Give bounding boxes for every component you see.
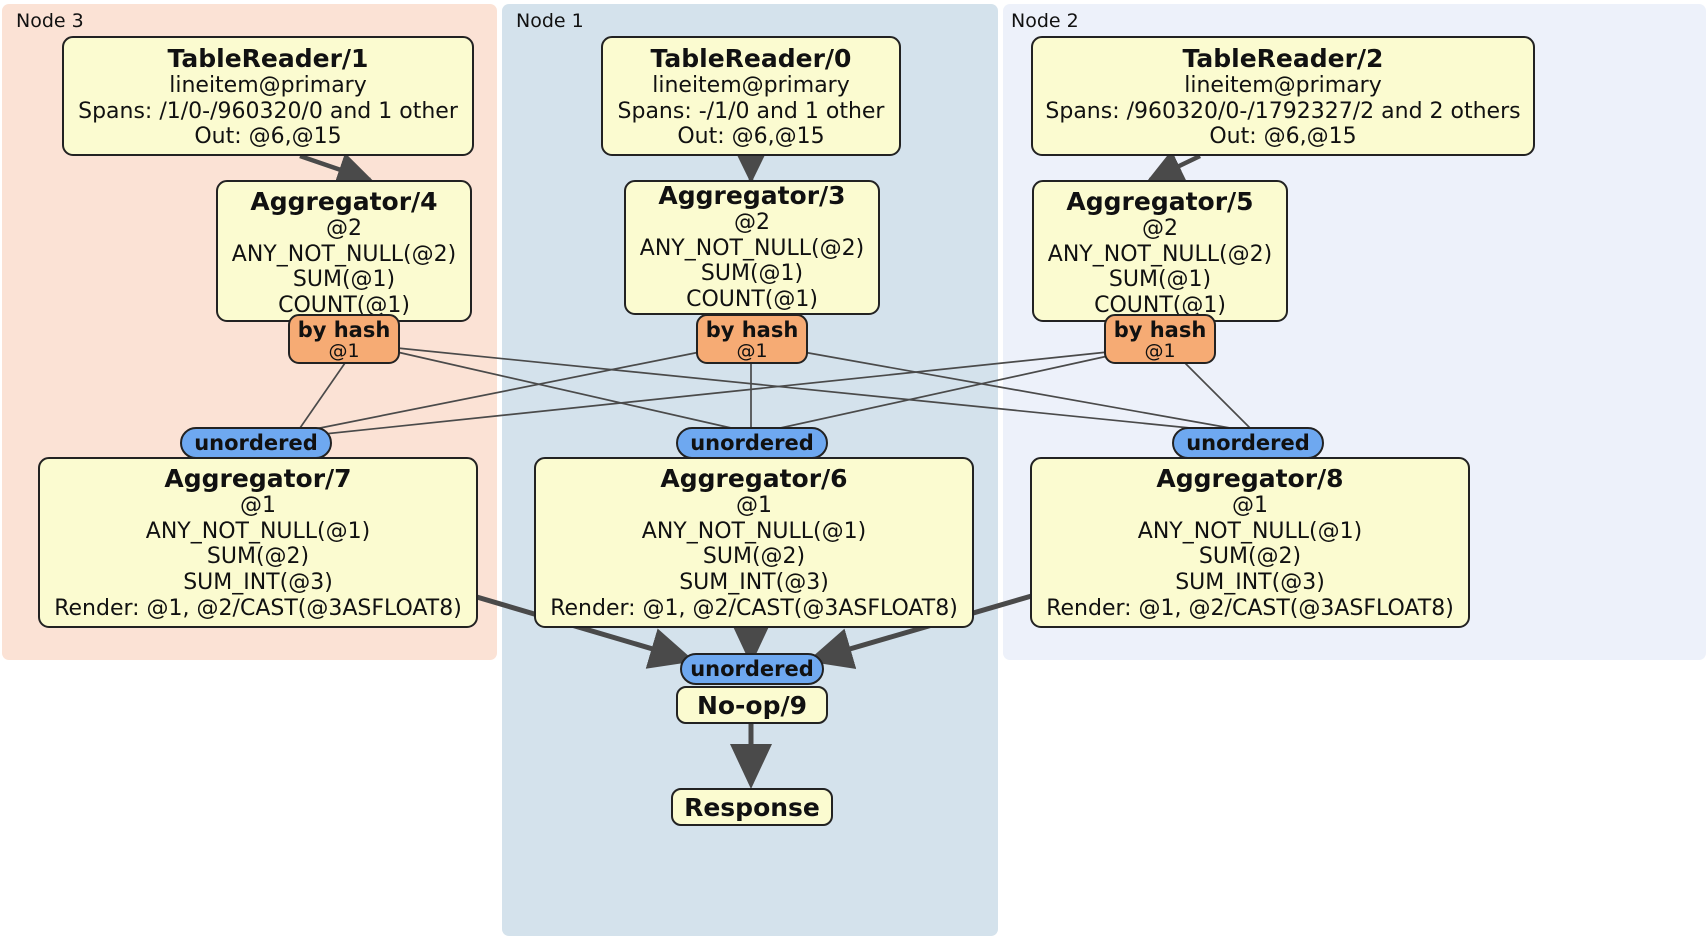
processor-title: Aggregator/5 [1066,187,1254,216]
router-type-label: by hash [297,318,391,342]
processor-title: Aggregator/3 [658,181,846,210]
processor-detail: Render: @1, @2/CAST(@3ASFLOAT8) [54,595,462,621]
processor-detail: @1 [1232,493,1268,518]
processor-detail: Out: @6,@15 [1209,124,1357,150]
processor-title: TableReader/0 [650,44,852,73]
processor-detail: @2 [1142,216,1178,241]
processor-detail: @1 [736,493,772,518]
processor-detail: SUM(@1) [700,261,804,287]
processor-detail: COUNT(@1) [686,287,818,313]
processor-detail: Out: @6,@15 [677,124,825,150]
processor-title: Aggregator/8 [1156,464,1344,493]
processor-tablereader-2[interactable]: TableReader/2 lineitem@primary Spans: /9… [1031,36,1535,156]
processor-detail: lineitem@primary [169,73,367,98]
node-label-node1: Node 1 [516,10,584,32]
processor-tablereader-0[interactable]: TableReader/0 lineitem@primary Spans: -/… [601,36,901,156]
processor-detail: SUM(@2) [1198,544,1302,570]
processor-tablereader-1[interactable]: TableReader/1 lineitem@primary Spans: /1… [62,36,474,156]
processor-detail: SUM(@1) [292,267,396,293]
router-hash-left[interactable]: by hash @1 [288,314,400,364]
node-label-node3: Node 3 [16,10,84,32]
processor-detail: Spans: /960320/0-/1792327/2 and 2 others [1045,98,1521,124]
processor-detail: Render: @1, @2/CAST(@3ASFLOAT8) [1046,595,1454,621]
processor-title: Aggregator/6 [660,464,848,493]
router-column-label: @1 [1144,339,1176,362]
processor-detail: SUM_INT(@3) [679,570,829,596]
processor-detail: SUM_INT(@3) [1175,570,1325,596]
processor-title: Aggregator/4 [250,187,438,216]
router-hash-right[interactable]: by hash @1 [1104,314,1216,364]
processor-aggregator-4[interactable]: Aggregator/4 @2 ANY_NOT_NULL(@2) SUM(@1)… [216,180,472,322]
synchronizer-unordered-center[interactable]: unordered [676,427,828,459]
processor-detail: ANY_NOT_NULL(@2) [231,241,457,267]
processor-aggregator-5[interactable]: Aggregator/5 @2 ANY_NOT_NULL(@2) SUM(@1)… [1032,180,1288,322]
processor-title: Aggregator/7 [164,464,352,493]
processor-detail: Render: @1, @2/CAST(@3ASFLOAT8) [550,595,958,621]
synchronizer-unordered-final[interactable]: unordered [680,653,824,685]
processor-detail: ANY_NOT_NULL(@2) [1047,241,1273,267]
processor-aggregator-7[interactable]: Aggregator/7 @1 ANY_NOT_NULL(@1) SUM(@2)… [38,457,478,628]
processor-detail: @2 [734,210,770,235]
processor-response[interactable]: Response [671,788,833,826]
processor-title: TableReader/1 [167,44,369,73]
router-type-label: by hash [1113,318,1207,342]
processor-noop-9[interactable]: No-op/9 [676,686,828,724]
processor-detail: Out: @6,@15 [194,124,342,150]
processor-detail: Spans: -/1/0 and 1 other [617,98,885,124]
processor-aggregator-8[interactable]: Aggregator/8 @1 ANY_NOT_NULL(@1) SUM(@2)… [1030,457,1470,628]
processor-detail: SUM_INT(@3) [183,570,333,596]
router-type-label: by hash [705,318,799,342]
processor-detail: @2 [326,216,362,241]
synchronizer-unordered-right[interactable]: unordered [1172,427,1324,459]
processor-detail: Spans: /1/0-/960320/0 and 1 other [78,98,458,124]
router-column-label: @1 [736,339,768,362]
processor-detail: lineitem@primary [652,73,850,98]
node-label-node2: Node 2 [1011,10,1079,32]
processor-detail: SUM(@1) [1108,267,1212,293]
processor-detail: ANY_NOT_NULL(@1) [1137,518,1363,544]
router-hash-center[interactable]: by hash @1 [696,314,808,364]
processor-aggregator-6[interactable]: Aggregator/6 @1 ANY_NOT_NULL(@1) SUM(@2)… [534,457,974,628]
processor-detail: SUM(@2) [206,544,310,570]
processor-detail: ANY_NOT_NULL(@1) [145,518,371,544]
processor-detail: @1 [240,493,276,518]
processor-detail: lineitem@primary [1184,73,1382,98]
router-column-label: @1 [328,339,360,362]
processor-aggregator-3[interactable]: Aggregator/3 @2 ANY_NOT_NULL(@2) SUM(@1)… [624,180,880,315]
processor-detail: SUM(@2) [702,544,806,570]
processor-title: TableReader/2 [1182,44,1384,73]
synchronizer-unordered-left[interactable]: unordered [180,427,332,459]
processor-detail: ANY_NOT_NULL(@1) [641,518,867,544]
processor-detail: ANY_NOT_NULL(@2) [639,235,865,261]
